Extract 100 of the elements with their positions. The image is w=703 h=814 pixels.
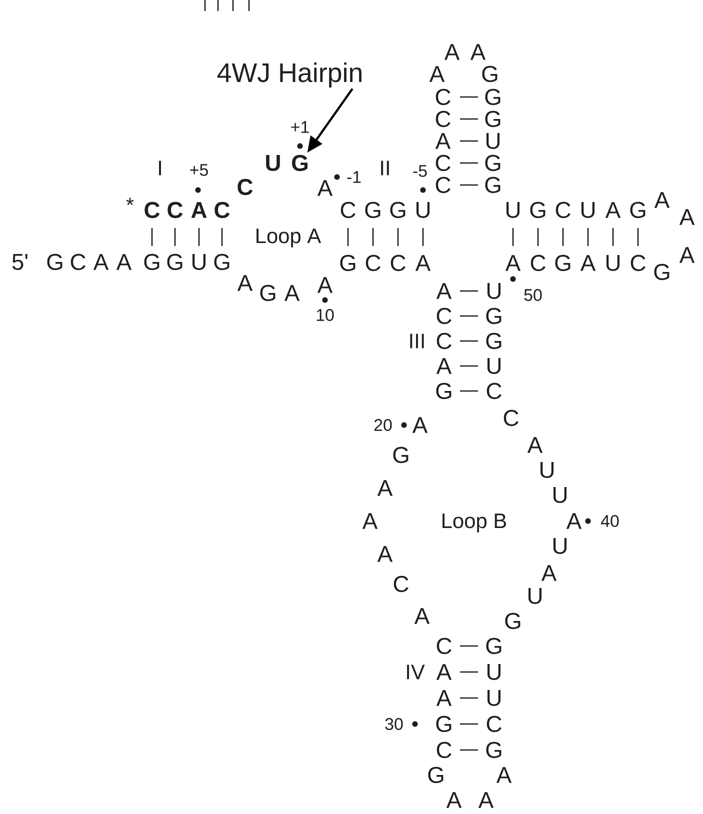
nucleotide-letter: C: [436, 176, 450, 194]
nucleotide-letter: C: [486, 716, 502, 732]
nucleotide-letter: U: [416, 202, 430, 218]
nucleotide-letter: C: [70, 254, 86, 270]
nucleotide-letter: A: [679, 247, 695, 263]
nucleotide-letter: G: [530, 202, 546, 218]
nucleotide-letter: G: [505, 612, 520, 630]
nucleotide-letter: A: [436, 358, 452, 374]
nucleotide-letter: U: [540, 462, 554, 478]
nucleotide-letter: G: [486, 742, 502, 758]
nucleotide-letter: A: [654, 192, 670, 208]
nucleotide-letter: A: [317, 277, 333, 293]
loop-label: Loop A: [256, 228, 322, 248]
nucleotide-letter: U: [488, 664, 500, 680]
nucleotide-letter: U: [488, 283, 500, 299]
nucleotide-letter: U: [486, 133, 500, 149]
nucleotide-letter: G: [485, 88, 500, 106]
nucleotide-letter: C: [436, 88, 450, 106]
nucleotide-letter: C: [630, 254, 646, 272]
nucleotide-letter: C: [436, 308, 452, 324]
nucleotide-letter: C: [366, 254, 380, 272]
nucleotide-letter: U: [266, 155, 280, 171]
nucleotide-letter: G: [485, 110, 500, 128]
nucleotide-letter: A: [116, 254, 132, 270]
position-number: 10: [316, 309, 334, 321]
nucleotide-letter: A: [505, 255, 521, 271]
nucleotide-letter: A: [679, 209, 695, 225]
nucleotide-letter: C: [486, 382, 502, 400]
nucleotide-letter: A: [446, 792, 462, 808]
nucleotide-letter: C: [214, 202, 230, 218]
nucleotide-letter: G: [654, 264, 670, 280]
nucleotide-letter: A: [580, 255, 596, 271]
nucleotide-letter: G: [436, 382, 452, 400]
position-number: 20: [374, 419, 392, 431]
nucleotide-letter: A: [436, 664, 452, 680]
nucleotide-letter: C: [530, 254, 546, 272]
nucleotide-letter: A: [317, 180, 333, 196]
nucleotide-letter: G: [630, 202, 646, 218]
nucleotide-letter: A: [527, 437, 543, 453]
nucleotide-letter: A: [605, 202, 621, 218]
nucleotide-letter: U: [506, 202, 520, 218]
position-number: 30: [385, 718, 403, 730]
nucleotide-letter: U: [606, 255, 620, 271]
position-number: +5: [190, 164, 208, 176]
nucleotide-letter: C: [390, 254, 406, 272]
nucleotide-letter: A: [444, 44, 460, 60]
nucleotide-letter: A: [377, 480, 393, 496]
stem-numeral: III: [410, 334, 424, 348]
nucleotide-letter: U: [488, 690, 500, 706]
nucleotide-letter: A: [429, 66, 445, 82]
nucleotide-letter: G: [486, 638, 502, 654]
nucleotide-letter: G: [47, 254, 62, 270]
nucleotide-letter: A: [415, 255, 431, 271]
loop-label: Loop B: [442, 514, 506, 532]
nucleotide-letter: G: [365, 202, 380, 218]
nucleotide-letter: A: [478, 792, 494, 808]
nucleotide-letter: U: [582, 202, 594, 218]
nucleotide-letter: A: [566, 513, 582, 529]
nucleotide-letter: G: [214, 254, 230, 270]
nucleotide-letter: C: [340, 202, 356, 218]
nucleotide-letter: G: [167, 254, 182, 270]
position-number: +1: [291, 121, 309, 133]
nucleotide-letter: G: [393, 446, 408, 464]
nucleotide-letter: U: [554, 487, 566, 503]
strand-end-label: 5': [12, 254, 28, 270]
nucleotide-letter: G: [482, 66, 498, 82]
nucleotide-letter: G: [486, 332, 502, 350]
nucleotide-letter: A: [284, 285, 300, 301]
nucleotide-letter: C: [556, 202, 570, 218]
stem-numeral: IV: [407, 664, 425, 680]
nucleotide-letter: C: [436, 638, 452, 654]
nucleotide-letter: G: [485, 176, 500, 194]
nucleotide-letter: A: [412, 417, 428, 433]
nucleotide-letter: U: [488, 358, 500, 374]
position-number: 50: [524, 289, 542, 301]
nucleotide-letter: G: [144, 254, 160, 270]
nucleotide-letter: G: [555, 254, 570, 272]
nucleotide-letter: U: [554, 538, 566, 554]
callout-text: 4WJ Hairpin: [217, 62, 362, 88]
nucleotide-letter: C: [144, 202, 160, 218]
nucleotide-letter: C: [504, 410, 518, 426]
nucleotide-letter: A: [435, 133, 451, 149]
nucleotide-letter: A: [237, 275, 253, 291]
nucleotide-letter: U: [192, 254, 206, 270]
nucleotide-letter: U: [528, 588, 542, 604]
stem-numeral: II: [381, 160, 389, 176]
nucleotide-letter: G: [436, 716, 452, 732]
nucleotide-letter: C: [394, 576, 408, 592]
nucleotide-letter: A: [93, 254, 109, 270]
stem-numeral: I: [159, 160, 161, 176]
nucleotide-letter: A: [414, 608, 430, 624]
nucleotide-letter: A: [191, 202, 207, 218]
nucleotide-letter: A: [541, 565, 557, 581]
position-number: 40: [600, 515, 619, 527]
nucleotide-letter: A: [362, 513, 378, 529]
nucleotide-letter: A: [496, 767, 512, 783]
position-number: -5: [413, 165, 427, 177]
nucleotide-letter: C: [168, 202, 183, 218]
nucleotide-letter: C: [238, 178, 253, 196]
nucleotide-letter: G: [340, 254, 356, 272]
